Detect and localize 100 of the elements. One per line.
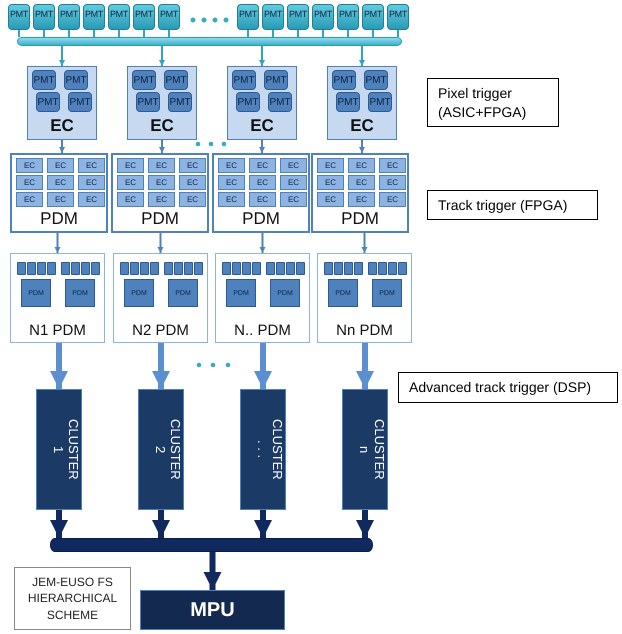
pdm-box [17,262,26,275]
pdm-box [130,262,139,275]
ec-box: EC [179,192,206,207]
ec-box: EC [47,158,74,173]
ec-box: EC [280,158,307,173]
arrow [254,510,272,538]
pmt-box: PMT [108,4,130,30]
ec-box: EC [78,158,105,173]
pmt-box: PMT [164,70,188,90]
trigger-label: Pixel trigger (ASIC+FPGA) [427,78,559,127]
panel-label: Nn PDM [335,322,394,339]
pmt-box: PMT [136,92,160,112]
connector-line [118,30,120,37]
pmt-box: PMT [36,92,60,112]
pdm-box [61,262,70,275]
ec-box: EC [16,158,43,173]
arrow [356,343,374,389]
pmt-box: PMT [8,4,30,30]
arrow [259,46,265,66]
arrow [159,46,165,66]
scheme-title: JEM-EUSO FS HIERARCHICAL SCHEME [14,567,131,630]
pmt-box: PMT [32,70,56,90]
bus-bar [17,37,402,46]
pmt-box: PMT [64,70,88,90]
pdm-group-panel [10,253,105,343]
cluster-box: CLUSTER 2 [138,389,184,510]
ec-box: EC [16,175,43,190]
connector-line [93,30,95,37]
connector-line [372,30,374,37]
ec-panel [327,66,397,140]
arrow [59,46,65,66]
ec-box: EC [348,158,375,173]
ec-box: EC [78,192,105,207]
ec-box: EC [218,192,245,207]
bus-bar [50,538,373,552]
pdm-box [232,262,241,275]
ec-box: EC [379,192,406,207]
ec-box: EC [317,192,344,207]
ec-box: EC [379,158,406,173]
pdm-group-panel [215,253,310,343]
pmt-box: PMT [264,70,288,90]
ec-box: EC [218,158,245,173]
pdm-box [378,262,387,275]
pmt-box: PMT [33,4,55,30]
connector-line [43,30,45,37]
pmt-box: PMT [312,4,334,30]
pmt-box: PMT [336,92,360,112]
ec-box: EC [179,158,206,173]
trigger-label: Advanced track trigger (DSP) [398,372,618,403]
pmt-box: PMT [368,92,392,112]
panel-label: EC [249,116,275,136]
pmt-box: PMT [287,4,309,30]
ec-panel [27,66,97,140]
arrow [54,233,60,253]
pdm-panel [10,153,108,233]
panel-label: N2 PDM [131,322,190,339]
panel-label: PDM [39,209,79,229]
arrow [356,510,374,538]
ec-box: EC [249,175,276,190]
panel-label: N.. PDM [233,322,292,339]
pdm-box [368,262,377,275]
connector-line [322,30,324,37]
connector-line [397,30,399,37]
connector-line [68,30,70,37]
ec-box: EC [379,175,406,190]
arrow [159,140,165,153]
ec-box: EC [249,158,276,173]
panel-label: EC [149,116,175,136]
pdm-box [252,262,261,275]
arrow [359,46,365,66]
arrow [359,140,365,153]
arrow [204,552,222,590]
pdm-box [120,262,129,275]
pmt-box: PMT [58,4,80,30]
ec-box: EC [280,192,307,207]
arrow [152,343,170,389]
ec-box: EC [317,175,344,190]
pdm-box [266,262,275,275]
trigger-label: Track trigger (FPGA) [427,190,598,220]
ec-box: EC [117,175,144,190]
pmt-box: PMT [168,92,192,112]
pmt-box: PMT [68,92,92,112]
ec-box: EC [148,192,175,207]
pdm-panel [212,153,310,233]
panel-label: N1 PDM [28,322,87,339]
pdm-box [398,262,407,275]
connector-line [168,30,170,37]
ec-box: EC [117,158,144,173]
pdm-box [91,262,100,275]
ec-box: EC [47,192,74,207]
pdm-box [150,262,159,275]
pdm-box [286,262,295,275]
pdm-panel [311,153,409,233]
ec-box: EC [348,175,375,190]
ec-box: EC [78,175,105,190]
pmt-box: PMT [83,4,105,30]
pmt-box: PMT [232,70,256,90]
ec-box: EC [148,175,175,190]
pdm-group-panel [317,253,412,343]
connector-line [272,30,274,37]
